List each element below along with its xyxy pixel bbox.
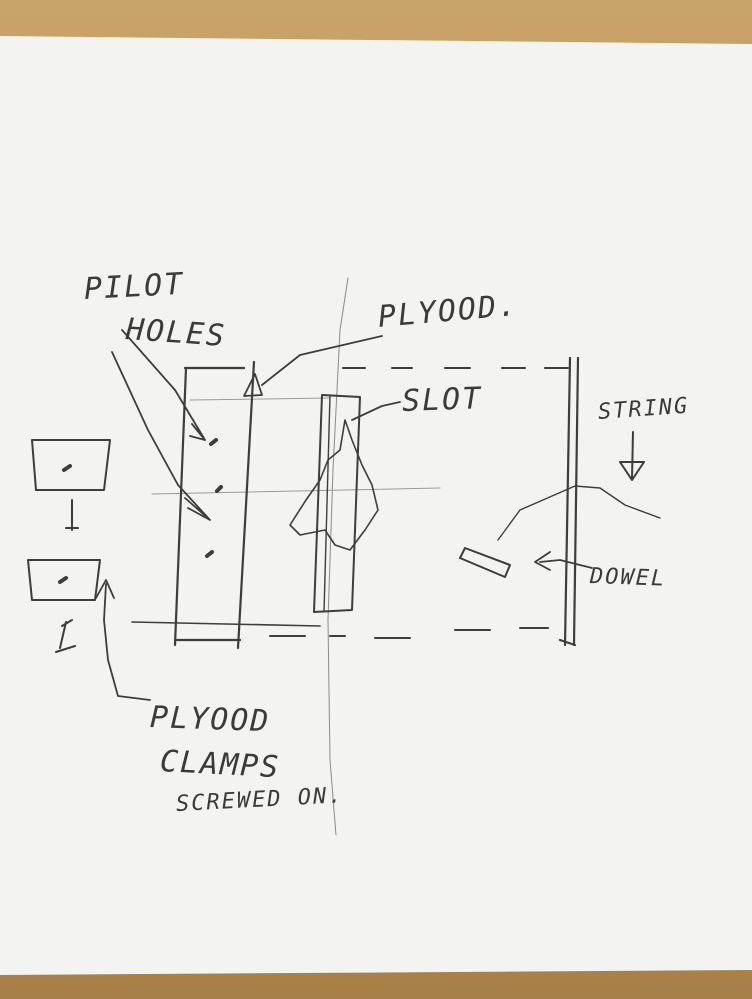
slot-board-edge <box>323 394 331 613</box>
pilot-arrow-2 <box>111 351 211 521</box>
clamp-top <box>31 439 111 491</box>
pilot-hole-mark-2 <box>215 485 223 493</box>
clamp-bottom-screw <box>58 576 68 584</box>
clamp-connector <box>65 499 79 531</box>
clamp-bottom <box>27 559 101 601</box>
string-line <box>497 485 661 541</box>
slot-arrow <box>351 401 401 421</box>
dowel-arrow <box>534 551 593 571</box>
pilot-hole-mark-3 <box>205 550 214 558</box>
paper-background <box>0 36 752 975</box>
dashed-baseline <box>269 627 549 639</box>
pilot-hole-mark-1 <box>209 438 218 446</box>
base-line <box>131 621 321 627</box>
right-post <box>558 356 580 647</box>
torn-shape <box>289 419 379 551</box>
clamps-arrow <box>95 579 151 701</box>
slot-label: SLOT <box>401 381 483 419</box>
slot-board <box>313 394 361 613</box>
middle-guide-line <box>151 487 441 495</box>
dowel-label: DOWEL <box>589 564 667 592</box>
plywood-arrow <box>243 335 383 397</box>
plywood-board <box>173 360 256 650</box>
clamps-label: CLAMPS <box>159 744 282 786</box>
pilot-label: PILOT <box>83 266 186 307</box>
plywood-bottom-label: PLYOOD <box>149 700 271 740</box>
dowel-shape <box>459 547 511 578</box>
clamp-top-screw <box>62 464 72 472</box>
center-guide-line <box>327 277 349 836</box>
holes-label: HOLES <box>124 312 228 354</box>
pilot-arrow-1 <box>121 329 206 441</box>
string-arrow <box>619 431 645 481</box>
clamp-small-arrow <box>55 619 76 653</box>
upper-guide-line <box>189 397 331 401</box>
